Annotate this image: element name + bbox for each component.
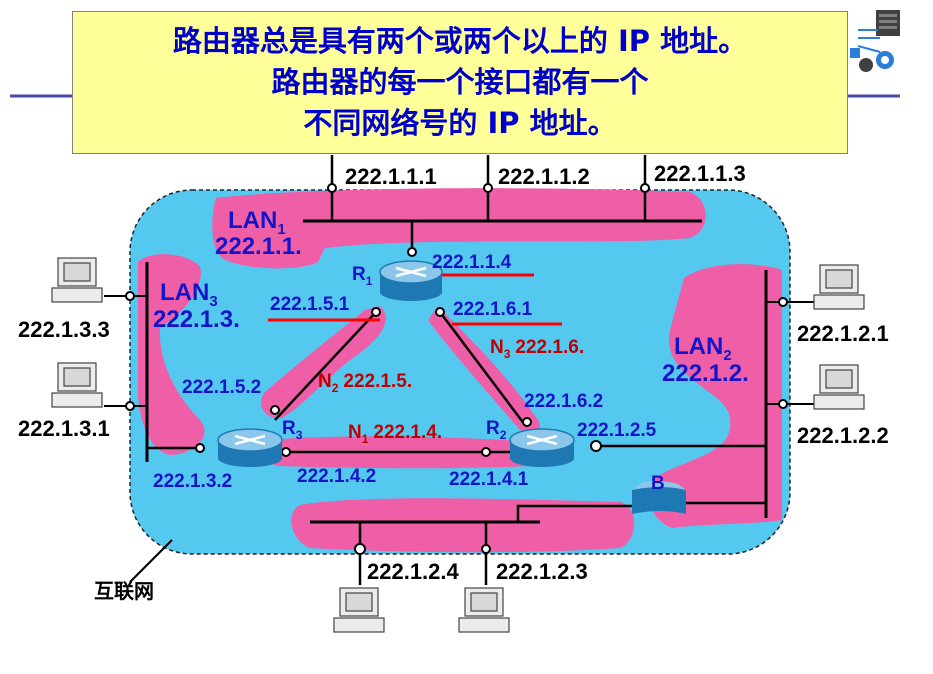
computer-icon-h121	[813, 264, 865, 310]
callout-line-1: 路由器总是具有两个或两个以上的 IP 地址。	[172, 24, 748, 58]
ip-r1-n2: 222.1.5.1	[270, 294, 350, 315]
lan2-name: LAN2	[674, 333, 732, 364]
router-r3-label: R3	[282, 418, 303, 442]
router-r3-icon	[217, 428, 283, 467]
n2-link	[274, 311, 377, 421]
lan3-net: 222.1.3.	[153, 306, 240, 333]
ip-h133: 222.1.3.3	[18, 317, 110, 342]
lan1-region	[212, 188, 706, 269]
ip-r3-n1: 222.1.4.2	[297, 466, 376, 487]
lan3-name: LAN3	[160, 279, 218, 310]
computer-icon-h124	[333, 587, 385, 633]
ip-h113: 222.1.1.3	[654, 161, 746, 186]
callout-line-3: 不同网络号的 IP 地址。	[303, 106, 617, 140]
lan1-name: LAN1	[228, 207, 286, 238]
ip-r2-n1: 222.1.4.1	[449, 469, 529, 490]
computer-icon-h133	[51, 257, 103, 303]
computer-icon-h131	[51, 362, 103, 408]
lan2-region	[647, 264, 782, 528]
ip-r1-lan1: 222.1.1.4	[432, 252, 512, 273]
lan2-net: 222.1.2.	[662, 360, 749, 387]
ip-h131: 222.1.3.1	[18, 416, 110, 441]
ip-h121: 222.1.2.1	[797, 321, 889, 346]
computer-icon-h122	[813, 364, 865, 410]
router-r1-label: R1	[352, 264, 373, 288]
lan1-net: 222.1.1.	[215, 233, 302, 260]
ip-r3-lan3: 222.1.3.2	[153, 471, 232, 492]
n3-link	[439, 311, 526, 426]
ip-r3-n2: 222.1.5.2	[182, 377, 261, 398]
ip-h124: 222.1.2.4	[367, 559, 460, 584]
ip-h111: 222.1.1.1	[345, 164, 437, 189]
network-logo-icon	[850, 10, 900, 72]
callout-line-2: 路由器的每一个接口都有一个	[271, 65, 649, 99]
computer-icon-h123	[458, 587, 510, 633]
ip-h123: 222.1.2.3	[496, 559, 588, 584]
lan2-bottom-region	[291, 498, 635, 553]
ip-r1-n3: 222.1.6.1	[453, 299, 533, 320]
bridge-icon	[632, 481, 686, 514]
ip-r2-n3: 222.1.6.2	[524, 391, 603, 412]
ip-h112: 222.1.1.2	[498, 164, 590, 189]
callout-box: 路由器总是具有两个或两个以上的 IP 地址。 路由器的每一个接口都有一个 不同网…	[72, 11, 848, 154]
router-r2-icon	[509, 428, 575, 467]
bridge-label: B	[651, 473, 665, 494]
interface-dots	[125, 183, 788, 555]
lan3-region	[138, 254, 205, 455]
internet-pointer	[129, 539, 173, 583]
router-r2-label: R2	[486, 418, 507, 442]
internet-label: 互联网	[94, 579, 154, 603]
ip-h122: 222.1.2.2	[797, 423, 889, 448]
ip-r2-lan2: 222.1.2.5	[577, 420, 657, 441]
router-r1-icon	[379, 260, 443, 301]
bridge-link-left	[516, 504, 634, 522]
